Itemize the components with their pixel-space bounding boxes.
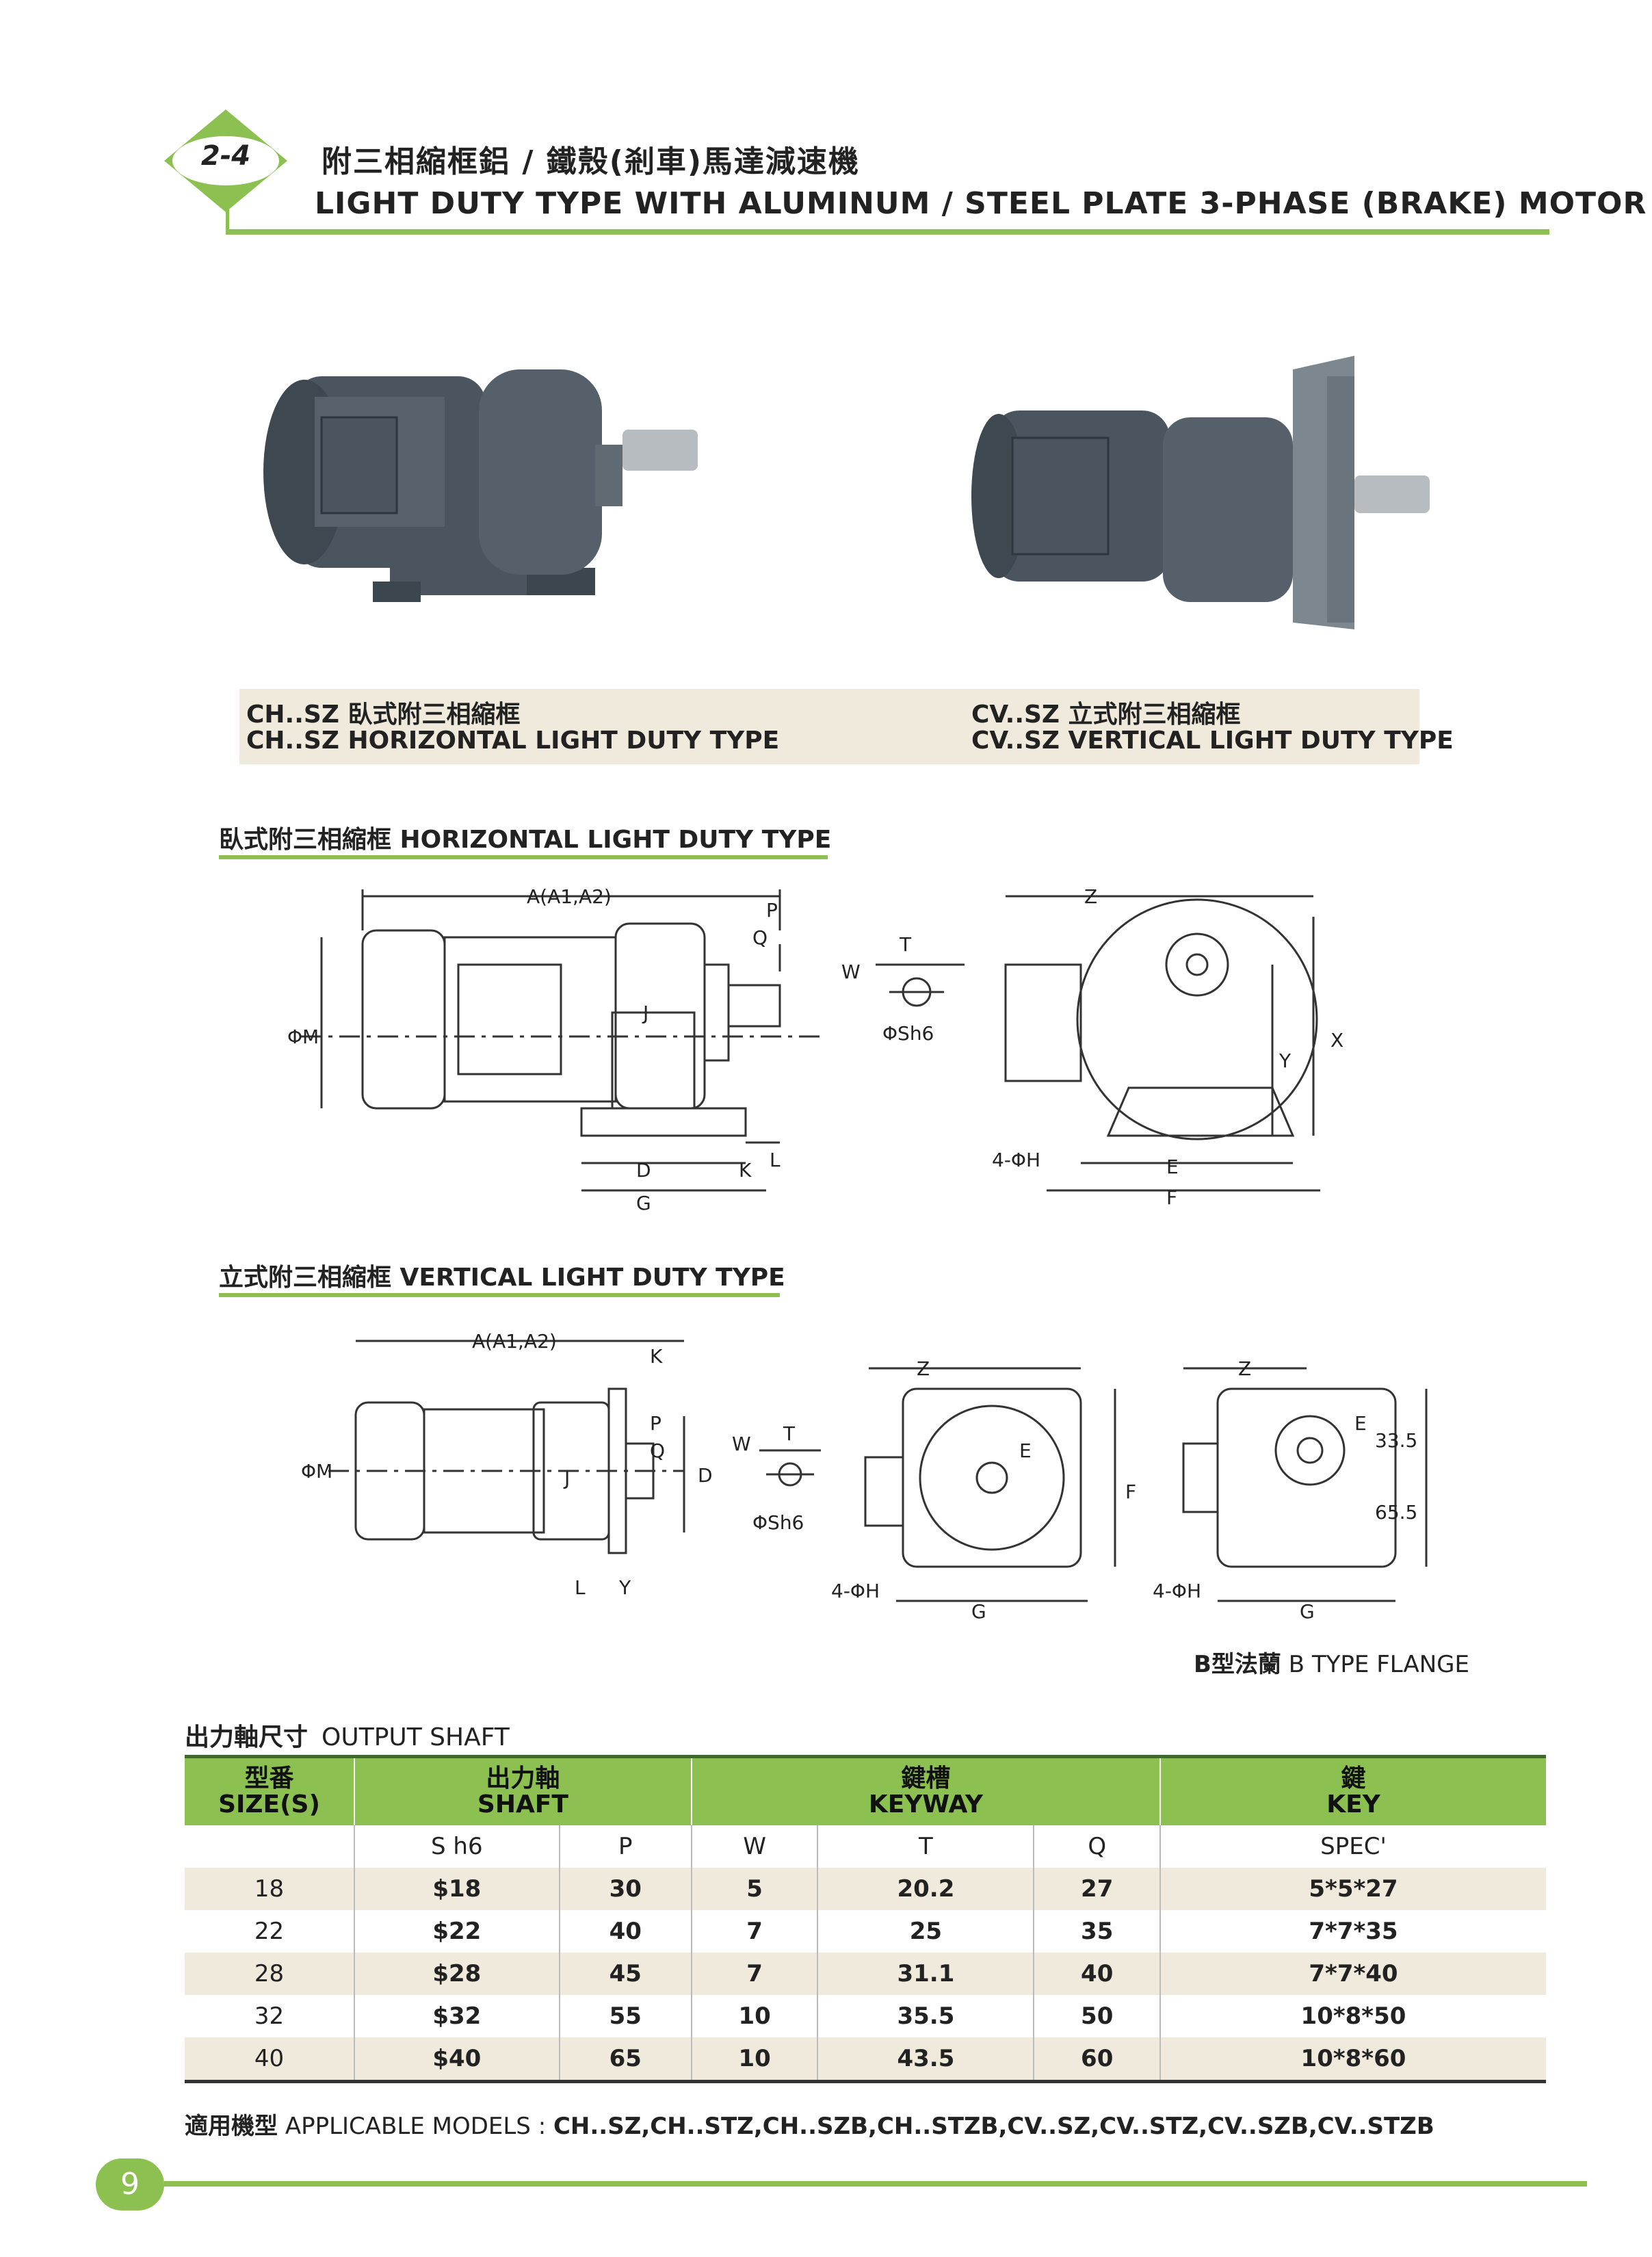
section-number: 2-4 [200, 140, 251, 172]
svg-text:X: X [1330, 1029, 1343, 1052]
svg-text:G: G [971, 1600, 986, 1623]
b-flange-caption: B型法蘭 B TYPE FLANGE [1194, 1651, 1469, 1678]
svg-text:Z: Z [917, 1357, 930, 1380]
svg-text:G: G [636, 1192, 651, 1214]
vertical-drawing: A(A1,A2) K P Q ΦM J D L Y W T ΦSh6 Z E F… [301, 1330, 1428, 1623]
table-subheader: S h6 P W T Q SPEC' [185, 1825, 1546, 1868]
vertical-motor-photo [971, 356, 1450, 643]
footer-rule [164, 2181, 1587, 2187]
svg-text:4-ΦH: 4-ΦH [831, 1580, 880, 1602]
svg-text:D: D [636, 1159, 651, 1182]
horizontal-drawing: A(A1,A2) P Q ΦM J D G K L W T ΦSh6 Z X Y… [287, 885, 1343, 1214]
svg-text:F: F [1125, 1480, 1136, 1503]
svg-text:ΦSh6: ΦSh6 [882, 1022, 934, 1045]
right-caption-cn: CV..SZ 立式附三相縮框 [971, 701, 1241, 729]
svg-text:ΦM: ΦM [287, 1026, 319, 1048]
svg-text:ΦSh6: ΦSh6 [752, 1511, 804, 1534]
svg-text:E: E [1019, 1439, 1032, 1462]
svg-text:L: L [575, 1576, 586, 1599]
page-title-en: LIGHT DUTY TYPE WITH ALUMINUM / STEEL PL… [315, 186, 1647, 221]
svg-text:T: T [783, 1422, 796, 1445]
horizontal-section-rule [219, 855, 828, 859]
applicable-models: 適用機型 APPLICABLE MODELS : CH..SZ,CH..STZ,… [185, 2113, 1434, 2140]
svg-text:A(A1,A2): A(A1,A2) [472, 1330, 557, 1353]
svg-text:P: P [650, 1412, 661, 1435]
right-caption-en: CV..SZ VERTICAL LIGHT DUTY TYPE [971, 727, 1454, 755]
page-title-cn: 附三相縮框鋁 / 鐵殼(剎車)馬達減速機 [322, 144, 860, 179]
svg-text:4-ΦH: 4-ΦH [1153, 1580, 1201, 1602]
svg-text:P: P [766, 899, 778, 922]
header-stem [226, 205, 229, 233]
svg-text:Z: Z [1084, 885, 1097, 908]
left-caption-en: CH..SZ HORIZONTAL LIGHT DUTY TYPE [246, 727, 780, 755]
svg-text:K: K [650, 1345, 663, 1368]
svg-text:ΦM: ΦM [301, 1460, 332, 1483]
svg-text:W: W [732, 1433, 751, 1455]
section-badge [164, 109, 287, 212]
svg-text:T: T [899, 933, 912, 956]
svg-text:W: W [841, 961, 861, 983]
vertical-section-title: 立式附三相縮框 VERTICAL LIGHT DUTY TYPE [219, 1264, 785, 1292]
svg-text:Q: Q [650, 1439, 665, 1462]
svg-text:Y: Y [1279, 1049, 1292, 1072]
svg-text:J: J [563, 1467, 570, 1489]
vertical-section-rule [219, 1293, 780, 1297]
svg-text:33.5: 33.5 [1375, 1429, 1417, 1452]
horizontal-section-title: 臥式附三相縮框 HORIZONTAL LIGHT DUTY TYPE [219, 826, 832, 854]
svg-text:L: L [770, 1149, 781, 1171]
svg-text:D: D [698, 1464, 713, 1487]
svg-text:Q: Q [752, 926, 768, 949]
svg-text:K: K [739, 1159, 752, 1182]
horizontal-motor-photo [253, 356, 732, 629]
svg-text:65.5: 65.5 [1375, 1501, 1417, 1524]
svg-text:4-ΦH: 4-ΦH [992, 1149, 1040, 1171]
svg-text:Z: Z [1238, 1357, 1251, 1380]
svg-text:E: E [1354, 1412, 1367, 1435]
dim-A: A(A1,A2) [527, 885, 612, 908]
header-rule [226, 229, 1549, 235]
photo-caption-band [239, 689, 1419, 764]
svg-text:J: J [642, 1002, 648, 1024]
left-caption-cn: CH..SZ 臥式附三相縮框 [246, 701, 521, 729]
svg-text:G: G [1300, 1600, 1315, 1623]
svg-text:Y: Y [618, 1576, 631, 1599]
page-number: 9 [96, 2158, 164, 2210]
svg-text:E: E [1166, 1156, 1179, 1178]
svg-text:F: F [1166, 1186, 1177, 1209]
